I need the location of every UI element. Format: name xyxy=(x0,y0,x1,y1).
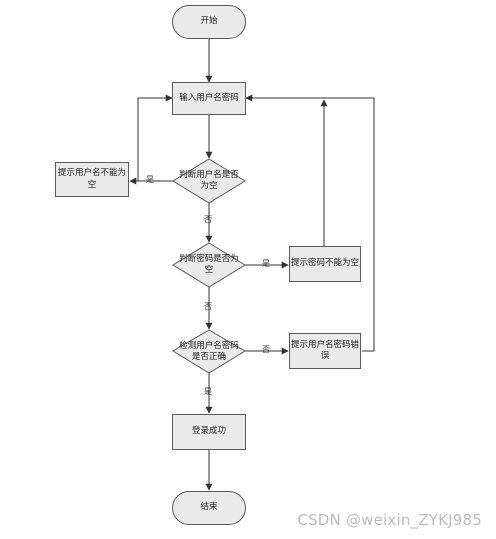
csdn-watermark: CSDN @weixin_ZYKJ985 xyxy=(297,511,482,529)
input-credentials-box: 输入用户名密码 xyxy=(172,82,246,115)
edge-prompt-wrong-back-to-input xyxy=(245,94,375,352)
input-credentials-label: 输入用户名密码 xyxy=(179,92,239,103)
label-yes-pwd-empty: 是 xyxy=(262,259,270,268)
edge-prompt-user-back-to-input xyxy=(137,94,173,181)
check-correct-label: 检测用户名密码是否正确 xyxy=(179,340,239,362)
prompt-pwd-empty-box: 提示密码不能为空 xyxy=(289,246,361,282)
login-success-label: 登录成功 xyxy=(191,426,226,437)
start-terminal: 开始 xyxy=(172,5,246,39)
prompt-pwd-empty-label: 提示密码不能为空 xyxy=(290,258,359,269)
label-no-correct: 否 xyxy=(262,345,270,354)
check-pwd-empty-label: 判断密码是否为空 xyxy=(179,253,239,275)
label-yes-correct: 是 xyxy=(204,387,212,396)
check-correct-text: 检测用户名密码是否正确 xyxy=(175,337,243,367)
login-success-box: 登录成功 xyxy=(172,414,246,450)
prompt-user-empty-label: 提示用户名不能为空 xyxy=(57,168,126,190)
label-no-user-empty: 否 xyxy=(204,215,212,224)
prompt-wrong-label: 提示用户名密码错误 xyxy=(290,339,359,361)
check-pwd-empty-text: 判断密码是否为空 xyxy=(175,250,243,280)
end-label: 结束 xyxy=(200,502,218,513)
start-label: 开始 xyxy=(200,16,218,27)
check-user-empty-label: 判断用户名是否为空 xyxy=(179,169,239,191)
end-terminal: 结束 xyxy=(172,491,246,525)
prompt-wrong-box: 提示用户名密码错误 xyxy=(289,333,361,369)
label-yes-user-empty: 是 xyxy=(146,175,154,184)
label-no-pwd-empty: 否 xyxy=(204,302,212,311)
prompt-user-empty-box: 提示用户名不能为空 xyxy=(55,162,129,197)
check-user-empty-text: 判断用户名是否为空 xyxy=(175,166,243,196)
